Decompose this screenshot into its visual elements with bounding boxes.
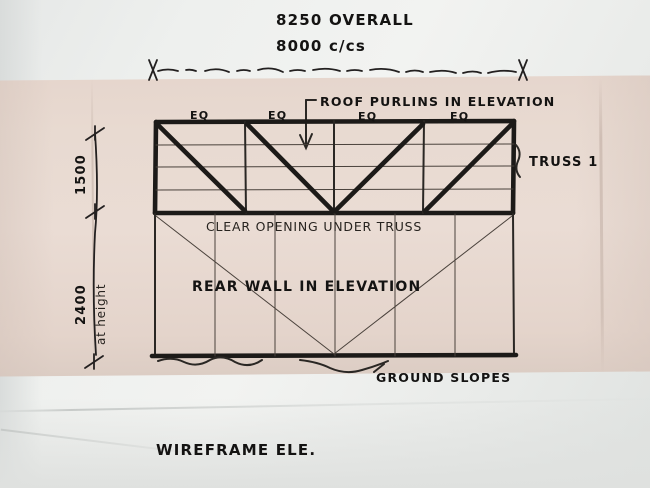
truss-1-leader bbox=[515, 144, 521, 178]
rear-wall-cross-brace bbox=[155, 215, 513, 355]
roof-purlin-callout-leader bbox=[299, 99, 317, 151]
svg-text:2400: 2400 bbox=[74, 284, 89, 325]
truss-height-dimension: 1500 bbox=[74, 154, 89, 195]
truss-bay-dividers bbox=[244, 120, 425, 214]
svg-text:at height: at height bbox=[94, 284, 108, 345]
eq-label-4: EQ bbox=[450, 110, 469, 123]
centres-dimension-note: 8000 c/cs bbox=[276, 37, 366, 55]
overall-dimension-note: 8250 OVERALL bbox=[276, 11, 414, 29]
truss-1-label: TRUSS 1 bbox=[529, 155, 599, 170]
ground-slope-leader bbox=[373, 363, 385, 373]
overall-dimension-line bbox=[148, 59, 528, 81]
roof-purlin-label: ROOF PURLINS IN ELEVATION bbox=[320, 94, 555, 109]
sketch-caption: WIREFRAME ELE. bbox=[156, 441, 316, 459]
eq-label-2: EQ bbox=[268, 109, 287, 122]
wall-height-dimension: 2400 bbox=[74, 284, 89, 325]
rear-wall-mullions bbox=[214, 213, 456, 357]
eq-label-1: EQ bbox=[190, 109, 209, 122]
rear-wall-label: REAR WALL IN ELEVATION bbox=[192, 279, 421, 295]
ground-slope-label: GROUND SLOPES bbox=[376, 370, 511, 385]
eq-label-3: EQ bbox=[358, 110, 377, 123]
truss-web-bracing bbox=[154, 121, 515, 214]
wall-height-note: at height bbox=[94, 284, 108, 345]
left-dimension-line bbox=[84, 125, 105, 370]
ground-slope-squiggle bbox=[157, 356, 389, 374]
clear-opening-label: CLEAR OPENING UNDER TRUSS bbox=[206, 219, 422, 234]
svg-text:1500: 1500 bbox=[74, 154, 89, 195]
